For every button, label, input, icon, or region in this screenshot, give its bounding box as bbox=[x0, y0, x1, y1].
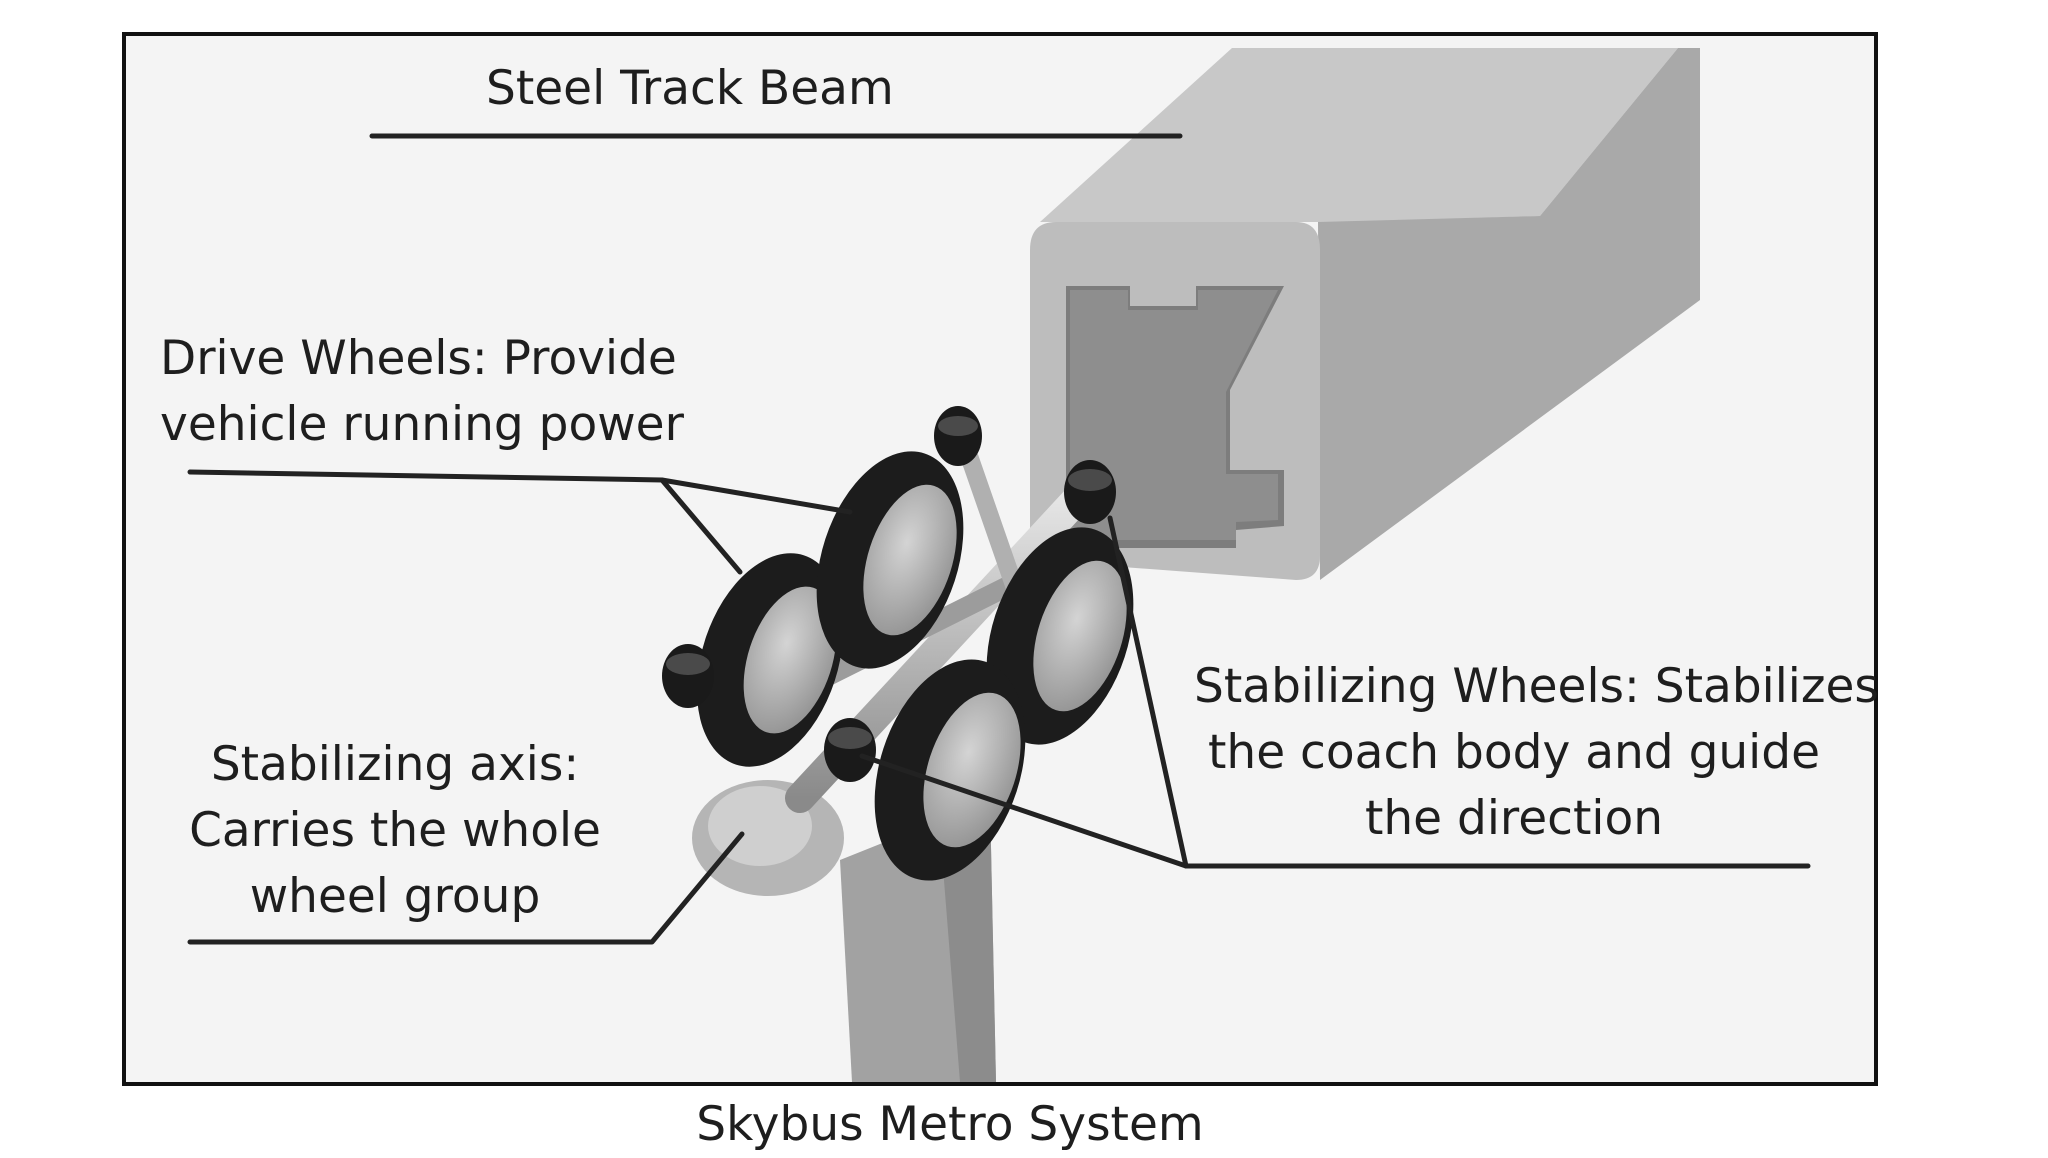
steel-track-beam bbox=[1030, 48, 1700, 580]
leader-lines bbox=[187, 133, 1811, 945]
stabilizing-axis-label-line-3: wheel group bbox=[249, 869, 541, 924]
track-beam-label: Steel Track Beam bbox=[486, 61, 894, 116]
drive-wheel-left bbox=[696, 553, 844, 767]
drive-wheel-top bbox=[816, 451, 964, 669]
figure-caption: Skybus Metro System bbox=[696, 1097, 1204, 1152]
stabilizing-axis-leader bbox=[187, 831, 745, 945]
stabilizing-wheels-label-line-2: the coach body and guide bbox=[1207, 725, 1820, 780]
drive-wheel-bottom bbox=[874, 659, 1026, 881]
stabilizing-wheels-label-line-1: Stabilizing Wheels: Stabilizes bbox=[1194, 659, 1879, 714]
stabilizing-wheels-leader-branch bbox=[859, 753, 1189, 869]
stabilizing-wheels-label-line-3: the direction bbox=[1364, 791, 1664, 846]
drive-wheels-leader-branch bbox=[659, 477, 853, 515]
stabilizing-wheels-label: Stabilizing Wheels: Stabilizes the coach… bbox=[1194, 654, 1879, 852]
stabilizing-axis-label-line-2: Carries the whole bbox=[189, 803, 601, 858]
stabilizing-axis-label: Stabilizing axis: Carries the whole whee… bbox=[180, 732, 610, 930]
diagram-frame bbox=[122, 32, 1878, 1086]
drive-wheels-label: Drive Wheels: Provide vehicle running po… bbox=[160, 326, 684, 458]
stabilizing-wheels bbox=[662, 406, 1116, 782]
drive-wheel-right bbox=[986, 527, 1134, 745]
drive-wheels-label-line-1: Drive Wheels: Provide bbox=[160, 331, 677, 386]
stabilizing-axis-label-line-1: Stabilizing axis: bbox=[210, 737, 580, 792]
drive-wheels-label-line-2: vehicle running power bbox=[160, 397, 684, 452]
